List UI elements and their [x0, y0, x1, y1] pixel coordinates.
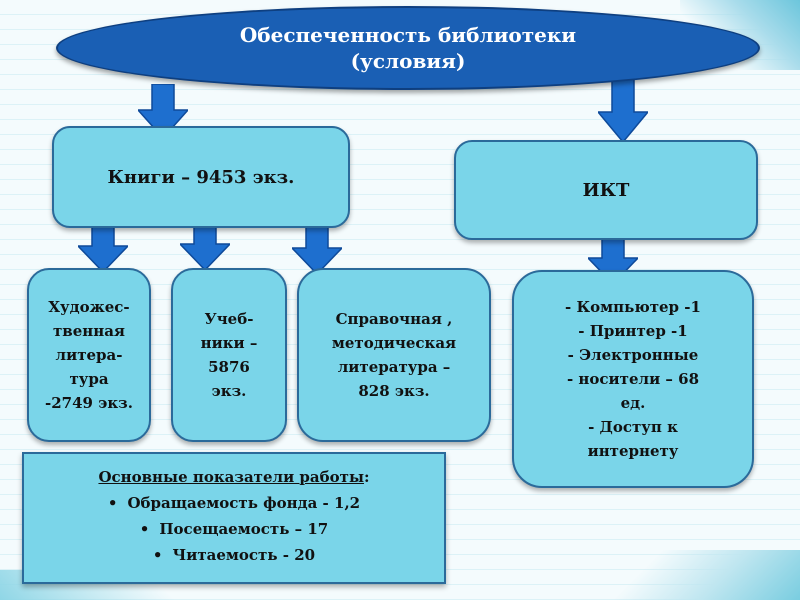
corner-decoration-bottom-right [600, 550, 800, 600]
arrow-to-books [138, 84, 188, 138]
books-label: Книги – 9453 экз. [107, 166, 295, 188]
title-line-1: Обеспеченность библиотеки [239, 23, 577, 47]
stats-item: Посещаемость – 17 [24, 516, 444, 542]
arrow-to-textbooks [180, 222, 230, 270]
textbooks-line: ники – [200, 334, 258, 352]
books-box: Книги – 9453 экз. [52, 126, 350, 228]
ict-item-continuation: интернету [587, 442, 679, 460]
textbooks-line: 5876 [208, 358, 250, 376]
ict-item: Доступ к [514, 415, 752, 439]
ict-list-box: Компьютер -1 Принтер -1 Электронные носи… [512, 270, 754, 488]
stats-box: Основные показатели работы: Обращаемость… [22, 452, 446, 584]
arrow-to-ikt [598, 78, 648, 142]
ict-item: Компьютер -1 [514, 295, 752, 319]
title-ellipse: Обеспеченность библиотеки (условия) [56, 6, 760, 90]
stats-list: Обращаемость фонда - 1,2 Посещаемость – … [24, 490, 444, 568]
textbooks-line: Учеб- [204, 310, 254, 328]
textbooks-box: Учеб- ники – 5876 экз. [171, 268, 287, 442]
reference-box: Справочная , методическая литература – 8… [297, 268, 491, 442]
ict-item: Электронные [514, 343, 752, 367]
stats-item: Читаемость - 20 [24, 542, 444, 568]
ikt-label: ИКТ [582, 179, 630, 201]
fiction-line: Художес- [48, 298, 130, 316]
reference-line: Справочная , [335, 310, 453, 328]
arrow-to-fiction [78, 226, 128, 272]
reference-line: литература – [337, 358, 451, 376]
ict-list: Компьютер -1 Принтер -1 Электронные носи… [514, 295, 752, 463]
reference-line: 828 экз. [358, 382, 430, 400]
ict-item: носители – 68 [514, 367, 752, 391]
ikt-box: ИКТ [454, 140, 758, 240]
fiction-line: тура [69, 370, 109, 388]
fiction-line: твенная [52, 322, 126, 340]
reference-line: методическая [331, 334, 457, 352]
fiction-box: Художес- твенная литера- тура -2749 экз. [27, 268, 151, 442]
fiction-line: литера- [55, 346, 123, 364]
title-line-2: (условия) [350, 49, 466, 73]
stats-item: Обращаемость фонда - 1,2 [24, 490, 444, 516]
ict-item-continuation: ед. [620, 394, 646, 412]
textbooks-line: экз. [211, 382, 247, 400]
ict-item: Принтер -1 [514, 319, 752, 343]
arrow-to-reference [292, 224, 342, 274]
stats-heading: Основные показатели работы: [98, 468, 370, 486]
fiction-line: -2749 экз. [45, 394, 133, 412]
